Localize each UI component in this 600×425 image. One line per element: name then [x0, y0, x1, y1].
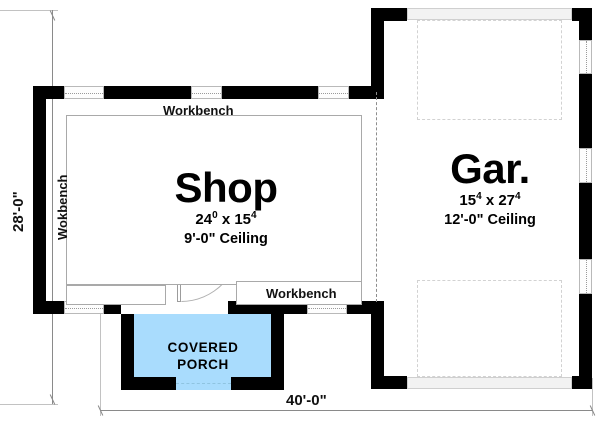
garage-wall-left-upper [371, 8, 384, 88]
porch-label-line2: PORCH [177, 357, 229, 372]
window-top-3[interactable] [318, 86, 349, 99]
parking-bay-guide-bottom [417, 280, 562, 377]
window-top-2[interactable] [191, 86, 222, 99]
workbench-label-bottom: Workbench [266, 286, 337, 301]
workbench-bottom-left-counter [66, 285, 166, 305]
garage-wall-bottom-right [572, 376, 592, 389]
shop-ceiling: 9'-0" Ceiling [184, 231, 268, 247]
porch-label-line1: COVERED [167, 340, 239, 355]
shop-wall-top-seg-2 [104, 86, 191, 99]
dimension-label-width: 40'-0" [286, 392, 327, 409]
shop-name: Shop [174, 164, 278, 211]
workbench-label-top: Workbench [163, 103, 234, 118]
porch-wall-right [271, 314, 284, 390]
shop-wall-top-seg-4 [349, 86, 384, 99]
dimension-line-horizontal [100, 410, 592, 411]
garage-wall-right-seg-4 [579, 294, 592, 389]
porch-label: COVERED PORCH [142, 339, 264, 373]
extension-line-bottom-left [0, 404, 58, 405]
extension-line-left-bottom [100, 284, 101, 416]
room-label-shop: Shop 240 x 154 9'-0" Ceiling [146, 166, 306, 248]
shop-wall-bottom-seg-1 [33, 301, 64, 314]
workbench-bottom-right-counter [236, 281, 362, 305]
garage-wall-left-lower [371, 305, 384, 389]
garage-door-top[interactable] [407, 8, 572, 20]
garage-door-bottom[interactable] [407, 377, 572, 389]
shop-wall-left [33, 86, 46, 314]
porch-wall-bottom-right [231, 377, 284, 390]
window-top-1[interactable] [64, 86, 104, 99]
garage-wall-right-seg-2 [579, 74, 592, 148]
shop-garage-divider [376, 92, 377, 302]
window-right-1[interactable] [579, 40, 592, 74]
garage-ceiling: 12'-0" Ceiling [444, 212, 536, 228]
porch-wall-left [121, 314, 134, 390]
garage-dimensions: 154 x 274 [459, 191, 521, 210]
room-label-garage: Gar. 154 x 274 12'-0" Ceiling [404, 147, 576, 229]
dimension-line-vertical [52, 10, 53, 404]
garage-wall-bottom-left [371, 376, 407, 389]
garage-name: Gar. [450, 145, 530, 192]
shop-wall-top-seg-3 [222, 86, 318, 99]
extension-line-right-bottom [592, 378, 593, 416]
porch-step-line [176, 383, 231, 384]
shop-dimensions: 240 x 154 [195, 210, 257, 229]
extension-line-top-left [0, 10, 58, 11]
parking-bay-guide-top [417, 20, 562, 120]
dimension-label-height: 28'-0" [10, 191, 27, 232]
garage-wall-right-seg-3 [579, 183, 592, 259]
garage-wall-right-seg-1 [579, 8, 592, 40]
window-right-3[interactable] [579, 259, 592, 294]
porch-wall-bottom-left [121, 377, 176, 390]
workbench-interior-outline [66, 115, 362, 285]
workbench-label-left: Wokbench [55, 174, 70, 241]
window-right-2[interactable] [579, 148, 592, 183]
